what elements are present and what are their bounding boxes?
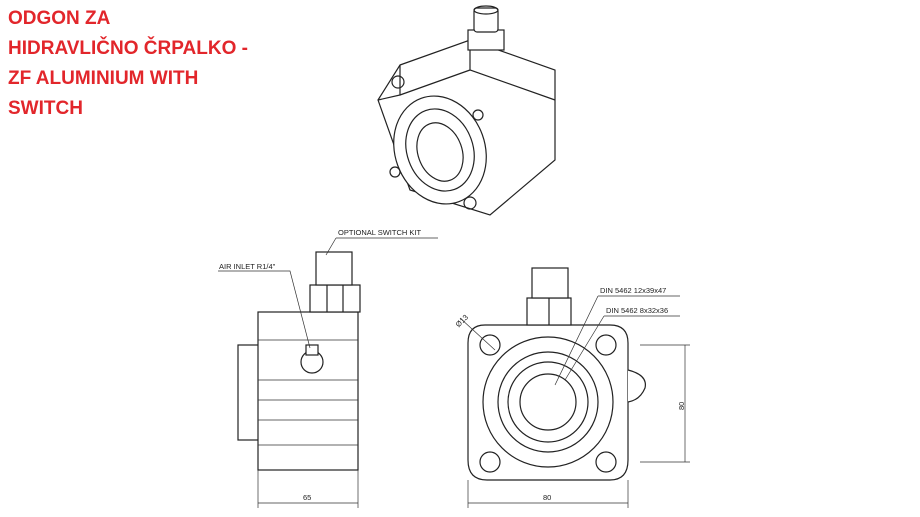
title-line: SWITCH — [8, 98, 83, 119]
air-inlet-label: AIR INLET R1/4" — [219, 262, 276, 271]
title-line: ODGON ZA — [8, 8, 111, 29]
spline-spec-2: DIN 5462 8x32x36 — [606, 306, 668, 315]
side-width-dimension: 65 — [303, 493, 311, 502]
optional-switch-kit-label: OPTIONAL SWITCH KIT — [338, 228, 421, 237]
hole-diameter-label: Ø13 — [454, 313, 470, 329]
front-height-dimension: 80 — [677, 402, 686, 410]
front-view — [459, 267, 690, 508]
isometric-view — [377, 5, 556, 216]
title-line: HIDRAVLIČNO ČRPALKO - — [8, 38, 248, 59]
side-view — [218, 237, 438, 508]
spline-spec-1: DIN 5462 12x39x47 — [600, 286, 666, 295]
front-width-dimension: 80 — [543, 493, 551, 502]
title-line: ZF ALUMINIUM WITH — [8, 68, 199, 89]
product-title: ODGON ZA HIDRAVLIČNO ČRPALKO - ZF ALUMIN… — [8, 4, 308, 124]
